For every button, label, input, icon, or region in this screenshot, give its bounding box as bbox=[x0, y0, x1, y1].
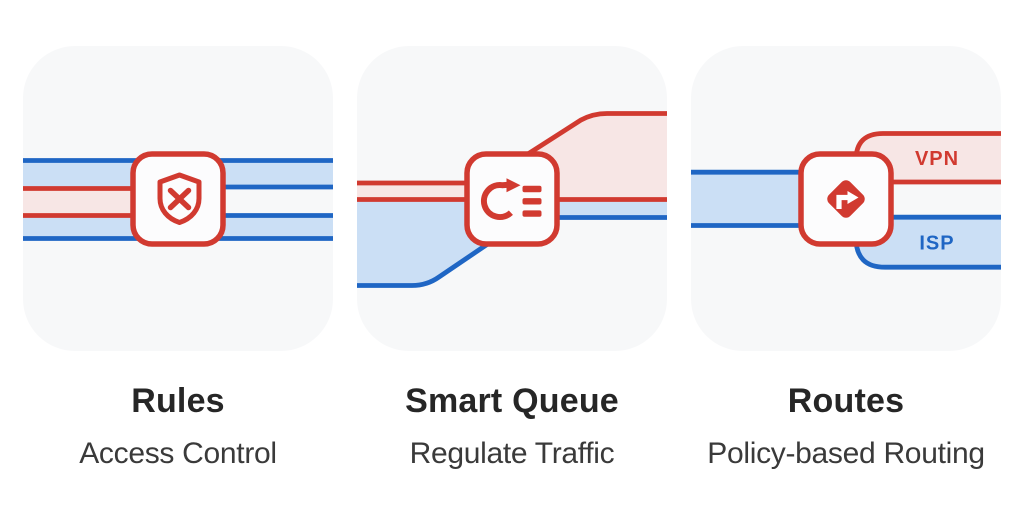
feature-card-routes: VPN ISP Routes Policy-based Routing bbox=[691, 46, 1001, 470]
turn-arrow-stem bbox=[836, 194, 848, 209]
queue-bar-3 bbox=[522, 210, 542, 217]
card-title-routes: Routes bbox=[787, 382, 905, 420]
card-subtitle-routes: Policy-based Routing bbox=[707, 437, 985, 470]
queue-bar-1 bbox=[522, 185, 542, 193]
card-title-rules: Rules bbox=[131, 382, 225, 420]
vpn-label: VPN bbox=[915, 148, 959, 170]
turn-right-diamond-icon bbox=[827, 180, 865, 218]
rules-diagram bbox=[23, 151, 333, 247]
feature-card-rules: Rules Access Control bbox=[23, 46, 333, 470]
loop-arrow-arc bbox=[481, 181, 513, 221]
rules-illustration bbox=[23, 46, 333, 351]
isp-label: ISP bbox=[919, 233, 954, 255]
turn-arrow-head bbox=[847, 191, 859, 204]
feature-card-smart-queue: Smart Queue Regulate Traffic bbox=[357, 46, 667, 470]
card-subtitle-rules: Access Control bbox=[79, 437, 277, 470]
shield-x-icon bbox=[157, 172, 202, 225]
queue-bar-2 bbox=[522, 198, 542, 205]
routes-illustration: VPN ISP bbox=[691, 46, 1001, 351]
card-subtitle-smart-queue: Regulate Traffic bbox=[409, 437, 615, 470]
blue-flow-fill bbox=[357, 201, 667, 286]
loop-arrow-head bbox=[506, 178, 521, 193]
shield-x-mark bbox=[167, 187, 192, 211]
smart-queue-diagram bbox=[357, 111, 667, 288]
queue-reorder-icon bbox=[481, 178, 542, 221]
red-flow-fill bbox=[357, 113, 667, 200]
shield-outline bbox=[157, 172, 202, 225]
smart-queue-icon-box bbox=[464, 151, 560, 247]
card-title-smart-queue: Smart Queue bbox=[405, 382, 619, 420]
routes-diagram: VPN ISP bbox=[691, 131, 1001, 270]
smart-queue-illustration bbox=[357, 46, 667, 351]
